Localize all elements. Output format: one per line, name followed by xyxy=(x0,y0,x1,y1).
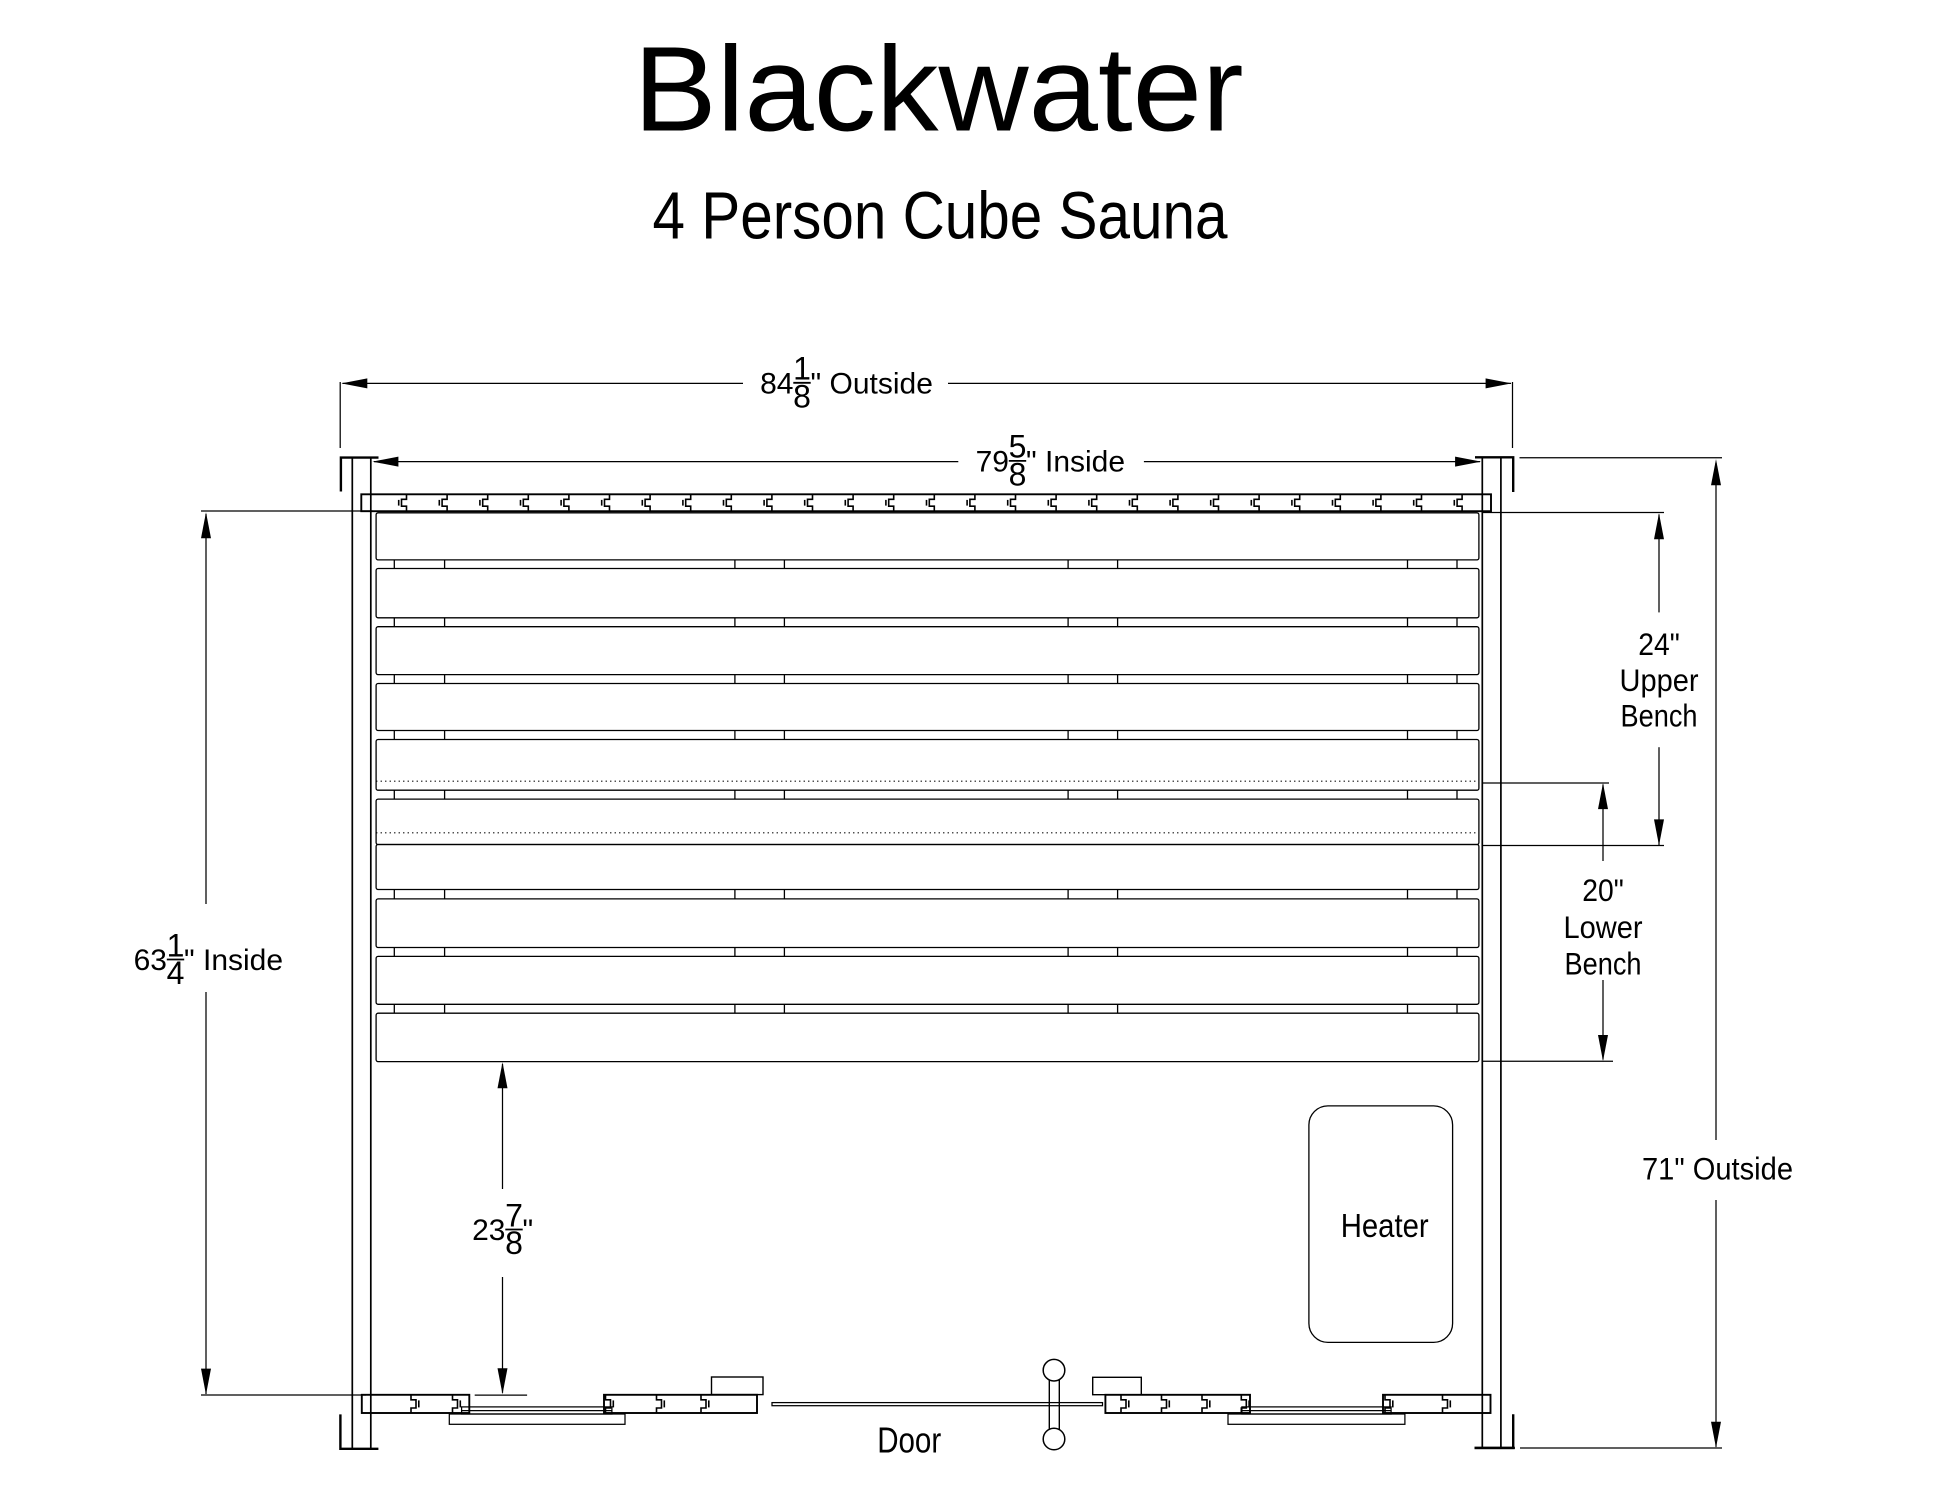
svg-text:8: 8 xyxy=(793,378,811,414)
svg-text:71" Outside: 71" Outside xyxy=(1642,1151,1793,1187)
svg-text:Bench: Bench xyxy=(1621,698,1698,734)
svg-text:" Inside: " Inside xyxy=(1026,445,1125,478)
svg-text:79: 79 xyxy=(976,445,1009,478)
svg-text:4 Person Cube Sauna: 4 Person Cube Sauna xyxy=(653,179,1229,254)
svg-text:23: 23 xyxy=(472,1214,505,1247)
svg-text:4: 4 xyxy=(167,955,185,991)
svg-text:8: 8 xyxy=(505,1225,523,1261)
svg-text:7: 7 xyxy=(505,1197,523,1233)
svg-text:8: 8 xyxy=(1009,456,1027,492)
svg-text:Door: Door xyxy=(877,1420,941,1461)
svg-text:Lower: Lower xyxy=(1564,909,1643,945)
svg-text:5: 5 xyxy=(1009,429,1027,465)
svg-text:Upper: Upper xyxy=(1620,662,1699,698)
svg-text:" Outside: " Outside xyxy=(811,367,933,400)
svg-text:20": 20" xyxy=(1582,872,1624,908)
svg-text:Blackwater: Blackwater xyxy=(634,20,1244,156)
svg-text:1: 1 xyxy=(793,351,811,387)
svg-text:1: 1 xyxy=(167,927,185,963)
svg-text:84: 84 xyxy=(760,367,793,400)
svg-text:Bench: Bench xyxy=(1565,946,1642,982)
svg-text:" Inside: " Inside xyxy=(184,944,283,977)
svg-text:Heater: Heater xyxy=(1341,1207,1429,1244)
svg-text:": " xyxy=(523,1214,534,1247)
svg-text:24": 24" xyxy=(1638,626,1680,662)
svg-text:63: 63 xyxy=(134,944,167,977)
